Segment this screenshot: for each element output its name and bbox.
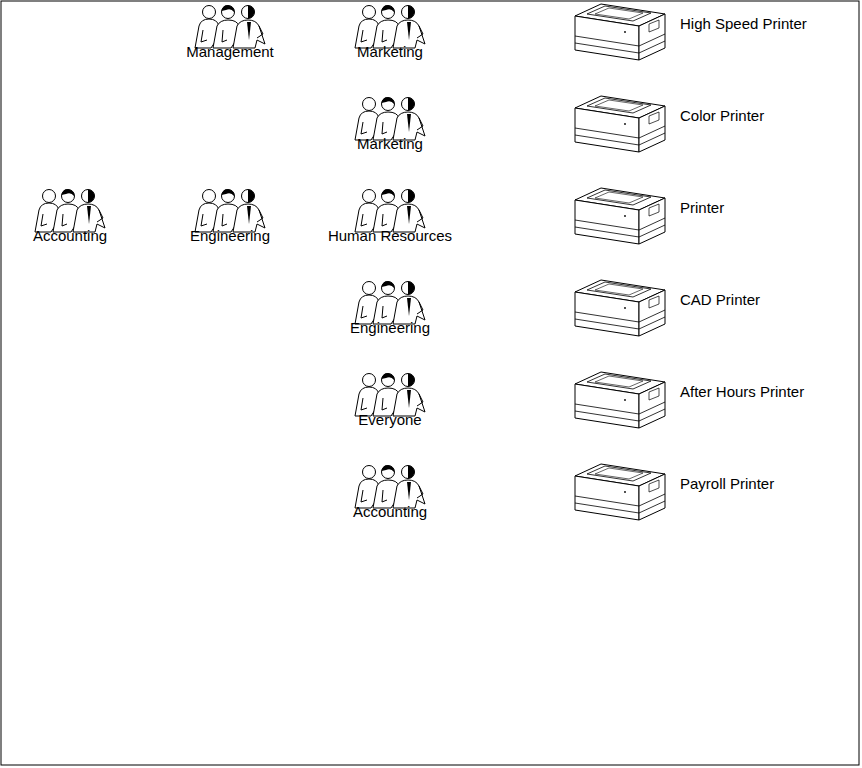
- printer-node: After Hours Printer: [680, 383, 804, 401]
- node-label: Payroll Printer: [680, 475, 774, 493]
- group-node: Accounting: [33, 227, 107, 245]
- node-label: Everyone: [358, 411, 421, 429]
- group-node: Marketing: [357, 135, 423, 153]
- node-label: Engineering: [350, 319, 430, 337]
- group-icon: [355, 465, 425, 508]
- printer-icon: [575, 372, 665, 428]
- node-label: Color Printer: [680, 107, 764, 125]
- group-node: Marketing: [357, 43, 423, 61]
- group-node: Everyone: [358, 411, 421, 429]
- group-icon: [355, 189, 425, 232]
- node-label: Printer: [680, 199, 724, 217]
- node-label: Engineering: [190, 227, 270, 245]
- group-icon: [355, 373, 425, 416]
- printer-node: Printer: [680, 199, 724, 217]
- group-node: Management: [186, 43, 274, 61]
- printer-icon: [575, 96, 665, 152]
- group-icon: [35, 189, 105, 232]
- group-node: Engineering: [190, 227, 270, 245]
- group-icon: [195, 189, 265, 232]
- node-label: Accounting: [353, 503, 427, 521]
- node-label: After Hours Printer: [680, 383, 804, 401]
- node-label: Management: [186, 43, 274, 61]
- group-icon: [195, 5, 265, 48]
- node-label: CAD Printer: [680, 291, 760, 309]
- group-node: Human Resources: [328, 227, 452, 245]
- node-label: Accounting: [33, 227, 107, 245]
- group-node: Engineering: [350, 319, 430, 337]
- group-icon: [355, 281, 425, 324]
- printer-node: High Speed Printer: [680, 15, 807, 33]
- printer-node: Payroll Printer: [680, 475, 774, 493]
- node-label: Marketing: [357, 43, 423, 61]
- printer-icon: [575, 188, 665, 244]
- group-node: Accounting: [353, 503, 427, 521]
- group-icon: [355, 5, 425, 48]
- printer-icon: [575, 4, 665, 60]
- node-label: High Speed Printer: [680, 15, 807, 33]
- node-label: Human Resources: [328, 227, 452, 245]
- group-icon: [355, 97, 425, 140]
- node-label: Marketing: [357, 135, 423, 153]
- printer-node: CAD Printer: [680, 291, 760, 309]
- printer-icon: [575, 280, 665, 336]
- printer-node: Color Printer: [680, 107, 764, 125]
- printer-icon: [575, 464, 665, 520]
